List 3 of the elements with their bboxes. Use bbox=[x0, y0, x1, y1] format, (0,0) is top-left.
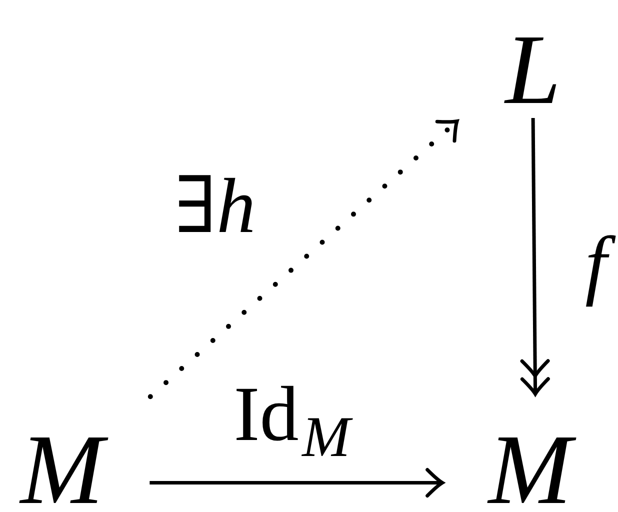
math-object: L bbox=[491, 26, 575, 112]
math-object: M bbox=[6, 426, 118, 512]
math-object: M bbox=[474, 426, 586, 512]
